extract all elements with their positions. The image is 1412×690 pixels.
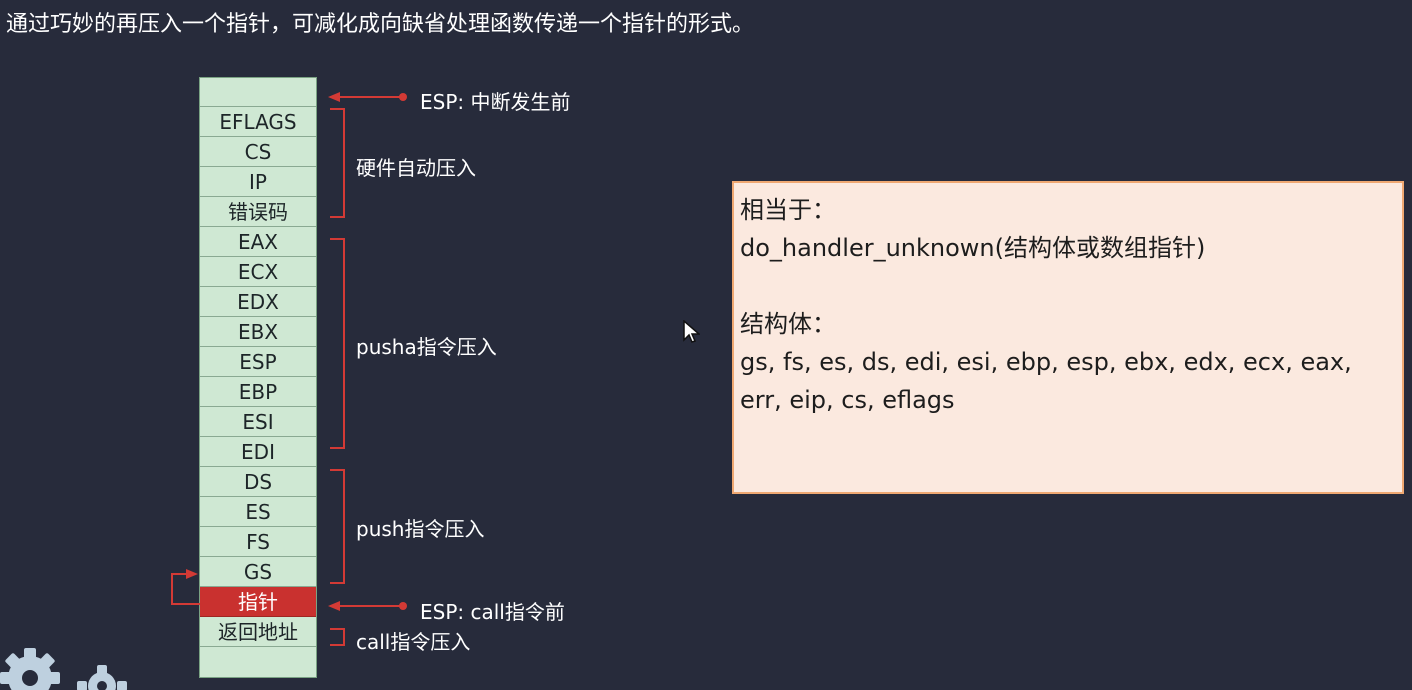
dot-esp-before-call <box>399 602 407 610</box>
label-esp-before-call: ESP: call指令前 <box>420 600 565 624</box>
stack-cell-esi: ESI <box>200 407 316 437</box>
blank-line <box>740 267 1396 305</box>
stack-cell-esp: ESP <box>200 347 316 377</box>
bracket-pusha-push <box>330 238 345 449</box>
bracket-hardware-push <box>330 108 345 218</box>
stack-cell-empty-bottom <box>200 647 316 677</box>
stack-cell-ecx: ECX <box>200 257 316 287</box>
label-esp-before-interrupt: ESP: 中断发生前 <box>420 90 571 114</box>
pointer-feedback-arrow-line <box>171 573 200 605</box>
struct-fields-line-2: err, eip, cs, eflags <box>740 386 955 414</box>
stack-cell-es: ES <box>200 497 316 527</box>
stack-cell-pointer: 指针 <box>200 587 316 617</box>
stack-cell-ip: IP <box>200 167 316 197</box>
stack-cell-gs: GS <box>200 557 316 587</box>
stack-cell-ebp: EBP <box>200 377 316 407</box>
stack-cell-fs: FS <box>200 527 316 557</box>
dot-esp-before-interrupt <box>399 93 407 101</box>
label-hardware-auto-push: 硬件自动压入 <box>356 156 476 180</box>
bracket-call-push <box>330 628 345 646</box>
stack-cell-empty-top <box>200 78 316 107</box>
stack-cell-eflags: EFLAGS <box>200 107 316 137</box>
equivalent-explanation-box: 相当于： do_handler_unknown(结构体或数组指针) 结构体： g… <box>732 181 1404 494</box>
stack-cell-edi: EDI <box>200 437 316 467</box>
stack-cell-edx: EDX <box>200 287 316 317</box>
stack-cell-ds: DS <box>200 467 316 497</box>
struct-fields-line-1: gs, fs, es, ds, edi, esi, ebp, esp, ebx,… <box>740 348 1352 376</box>
stack-cell-return-address: 返回地址 <box>200 617 316 647</box>
label-push-push: push指令压入 <box>356 517 485 541</box>
label-pusha-push: pusha指令压入 <box>356 335 497 359</box>
label-call-push: call指令压入 <box>356 630 471 654</box>
arrowhead-pointer-feedback <box>186 569 198 579</box>
stack-cell-error-code: 错误码 <box>200 197 316 227</box>
stack-cell-cs: CS <box>200 137 316 167</box>
struct-title: 结构体： <box>740 310 836 338</box>
gear-icon <box>0 648 127 690</box>
arrowhead-esp-before-call <box>328 601 340 611</box>
handler-signature: do_handler_unknown(结构体或数组指针) <box>740 234 1206 262</box>
stack-diagram: EFLAGS CS IP 错误码 EAX ECX EDX EBX ESP EBP… <box>199 77 317 678</box>
bracket-push-push <box>330 469 345 584</box>
stack-cell-ebx: EBX <box>200 317 316 347</box>
equivalent-title: 相当于： <box>740 196 836 224</box>
mouse-pointer-icon <box>683 320 700 343</box>
page-title: 通过巧妙的再压入一个指针，可减化成向缺省处理函数传递一个指针的形式。 <box>6 12 755 37</box>
stack-cell-eax: EAX <box>200 227 316 257</box>
arrowhead-esp-before-interrupt <box>328 92 340 102</box>
